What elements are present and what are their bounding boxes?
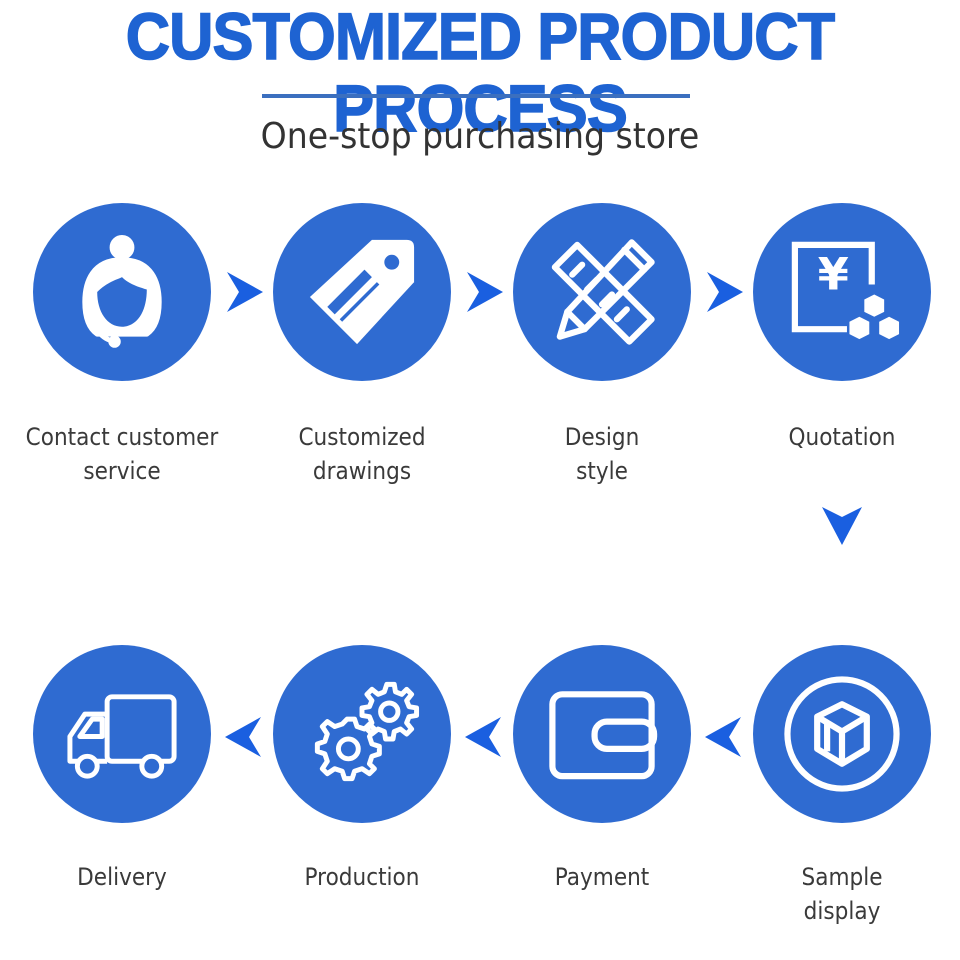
step-payment	[513, 645, 691, 823]
step-delivery	[33, 645, 211, 823]
step-label-customized-drawings: Customized drawings	[298, 423, 426, 485]
step-design-style	[513, 203, 691, 381]
step-label-sample-display: Sample display	[801, 863, 883, 925]
step-customized-drawings	[273, 203, 451, 381]
step-sample-display	[753, 645, 931, 823]
delivery-truck-icon	[67, 694, 177, 779]
title-divider	[262, 94, 690, 98]
arrow-left-icon	[705, 717, 741, 757]
step-label-quotation: Quotation	[788, 423, 896, 451]
step-contact-customer-service	[33, 203, 211, 381]
arrow-down-icon	[822, 507, 862, 545]
step-production	[273, 645, 451, 823]
pencil-ruler-icon	[551, 239, 655, 345]
step-label-contact-customer-service: Contact customer service	[25, 423, 219, 485]
cube-box-icon	[784, 676, 900, 792]
page-subtitle: One-stop purchasing store	[260, 116, 700, 157]
price-tag-icon	[309, 239, 415, 345]
arrow-left-icon	[465, 717, 501, 757]
page-title: CUSTOMIZED PRODUCT PROCESS	[125, 0, 836, 145]
yen-quotation-icon: ¥	[791, 241, 900, 340]
step-label-production: Production	[304, 863, 420, 891]
customer-service-headset-icon	[82, 234, 162, 348]
arrow-right-icon	[227, 272, 263, 312]
step-label-design-style: Design style	[564, 423, 640, 485]
svg-text:¥: ¥	[818, 249, 849, 301]
step-label-delivery: Delivery	[77, 863, 167, 891]
wallet-icon	[549, 691, 658, 780]
step-quotation: ¥	[753, 203, 931, 381]
arrow-right-icon	[707, 272, 743, 312]
step-label-payment: Payment	[554, 863, 650, 891]
arrow-right-icon	[467, 272, 503, 312]
arrow-left-icon	[225, 717, 261, 757]
gears-icon	[314, 681, 420, 782]
